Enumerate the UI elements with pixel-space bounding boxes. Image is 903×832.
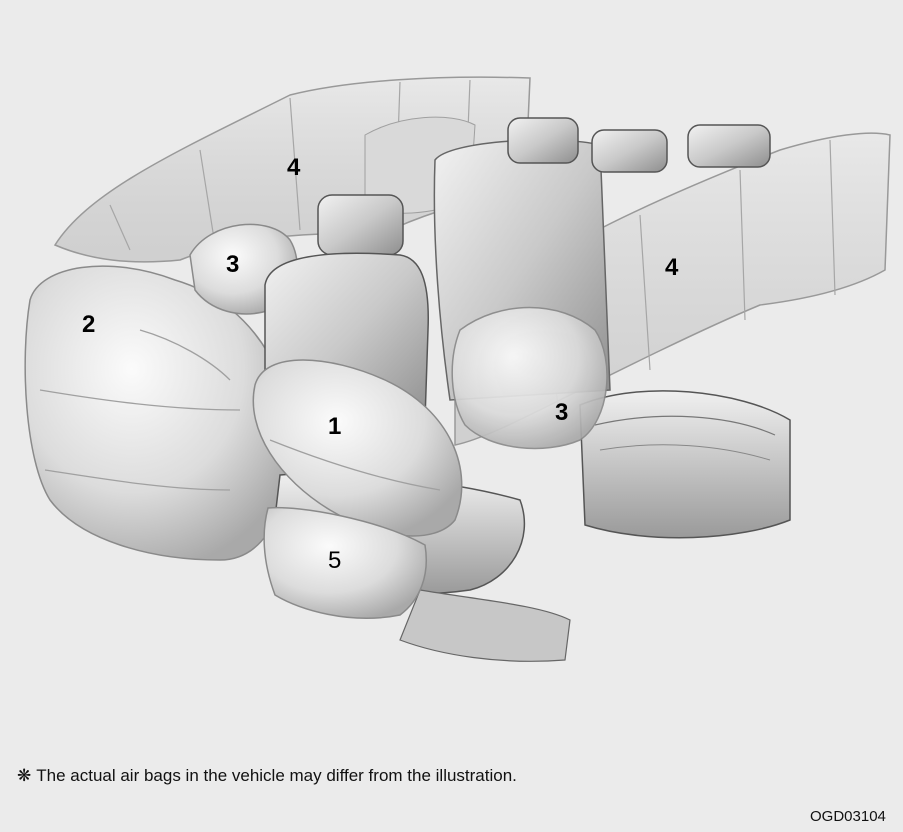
disclaimer-text: The actual air bags in the vehicle may d…	[36, 766, 517, 785]
disclaimer-note: ❋ The actual air bags in the vehicle may …	[17, 766, 517, 786]
callout-driver-front-airbag: 1	[328, 413, 341, 440]
callout-side-airbag-rear: 3	[555, 399, 568, 426]
callout-knee-airbag: 5	[328, 547, 341, 574]
note-bullet-icon: ❋	[17, 766, 31, 786]
figure-code: OGD03104	[810, 808, 886, 825]
airbag-illustration: 4 4 2 3 3 1 5	[0, 0, 903, 720]
side-airbag-rear	[452, 308, 607, 449]
callout-curtain-airbag-right: 4	[665, 254, 679, 281]
callout-side-airbag-front: 3	[226, 251, 239, 278]
callout-passenger-airbag: 2	[82, 311, 95, 338]
callout-curtain-airbag-left: 4	[287, 154, 301, 181]
